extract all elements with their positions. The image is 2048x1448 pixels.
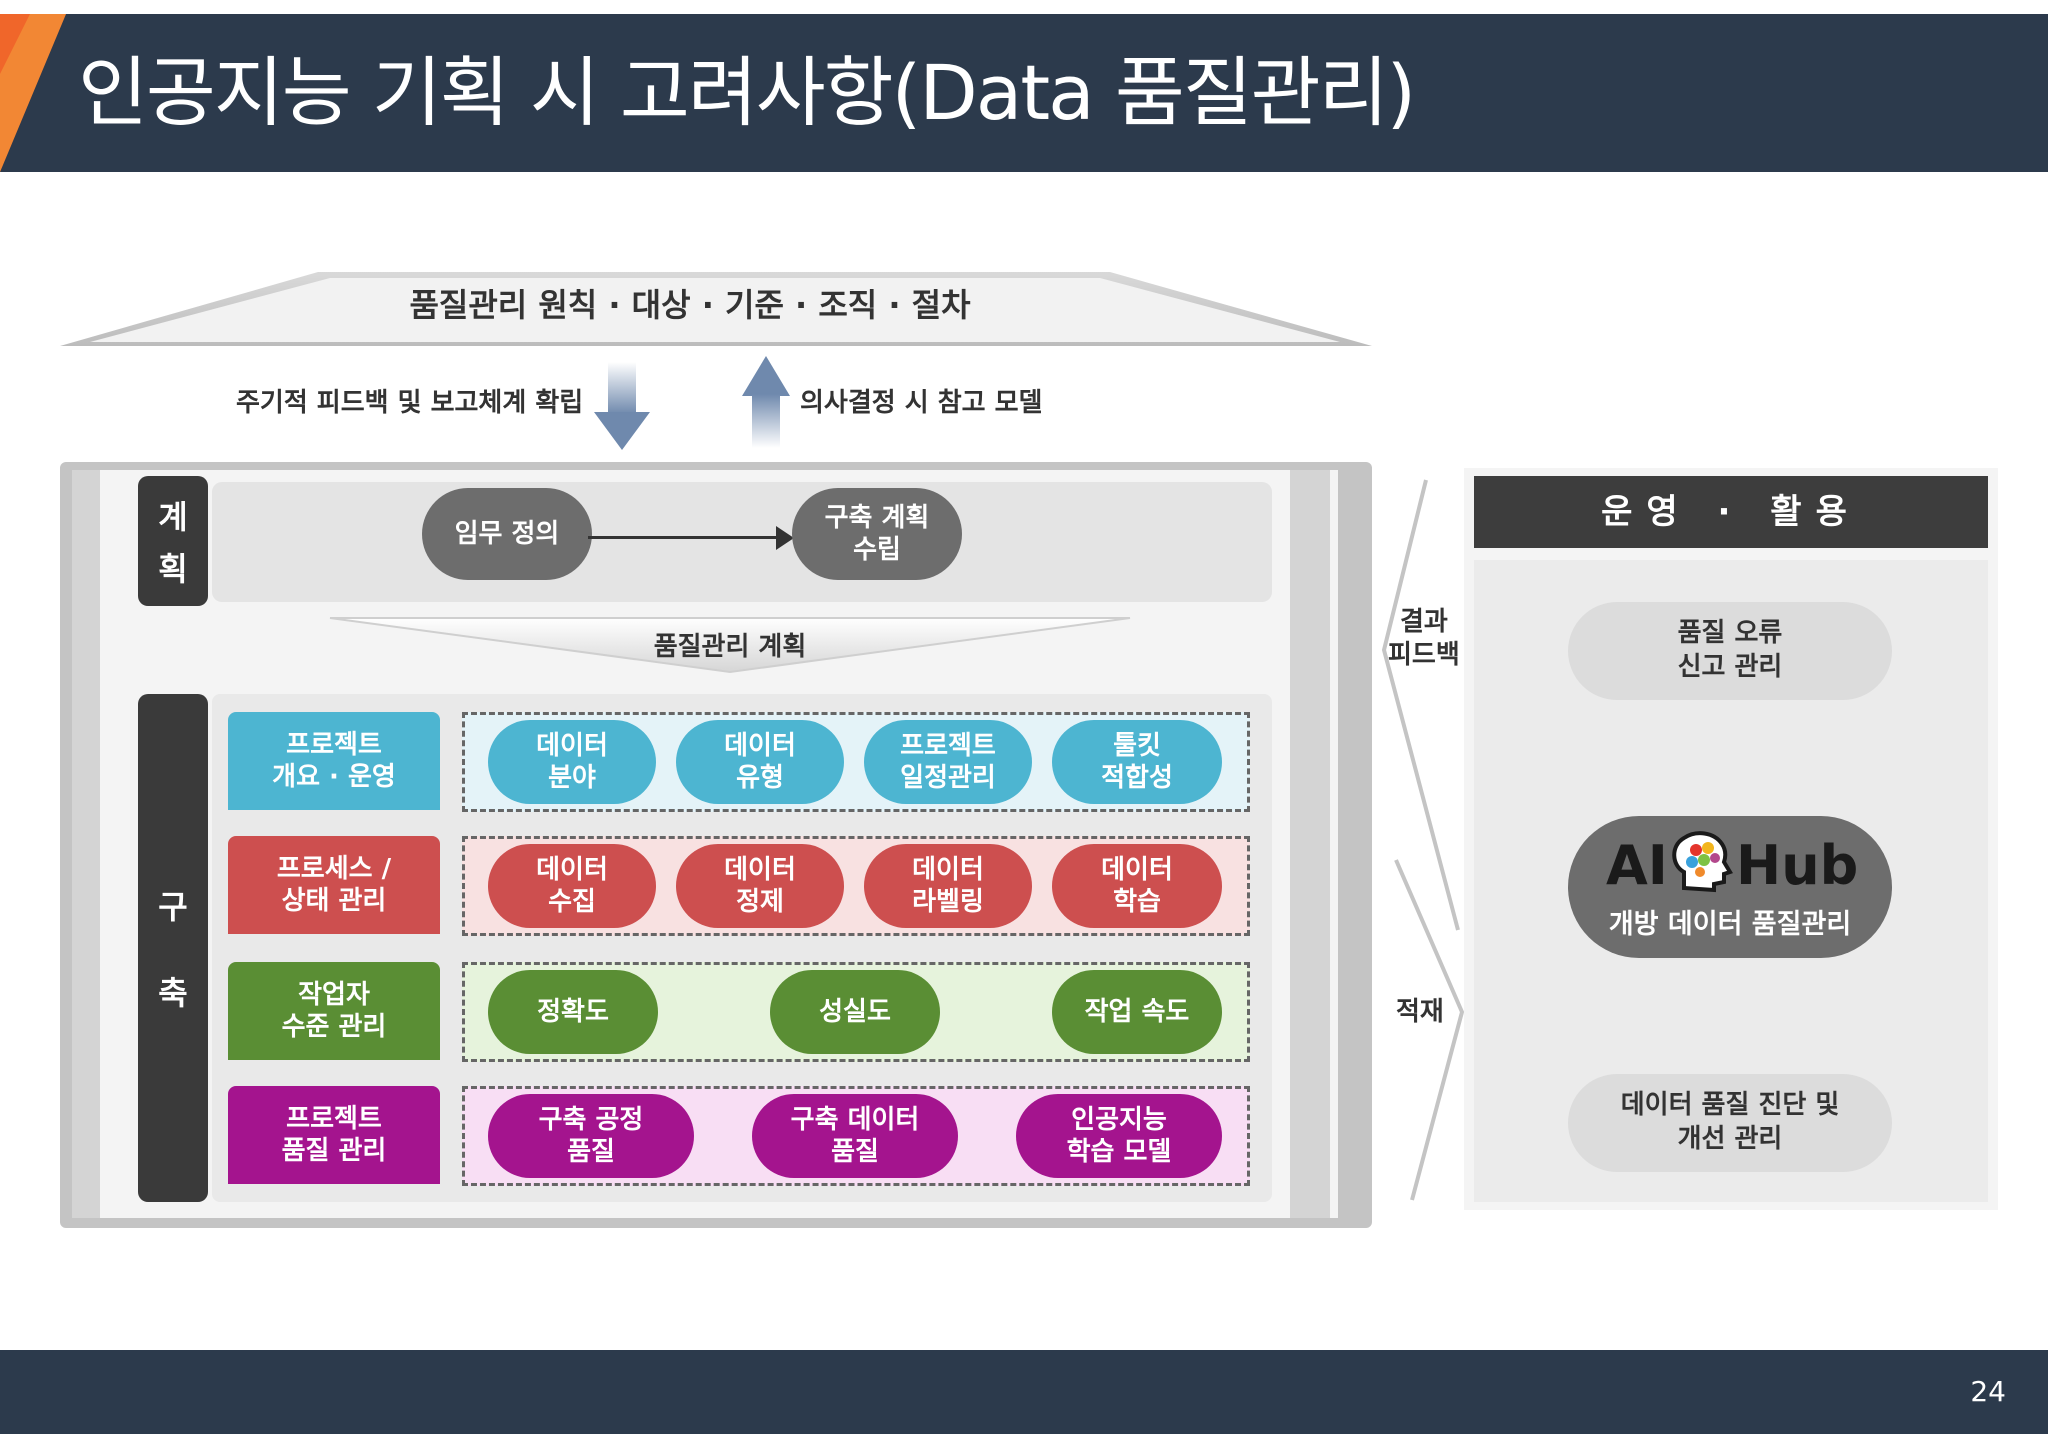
row-label-text: 작업자 [298,979,370,1010]
item-accuracy: 정확도 [488,970,658,1054]
pill-text: 구축 공정 [538,1104,644,1135]
build-tab-char: 구 [158,888,188,926]
item-build-data-quality: 구축 데이터 품질 [752,1094,958,1178]
page-number: 24 [1970,1375,2006,1408]
accumulate-label: 적재 [1396,997,1444,1027]
title-bar [0,14,2048,172]
pill-text: 분야 [548,763,596,793]
item-project-schedule: 프로젝트 일정관리 [864,720,1032,804]
plan-section [212,482,1272,602]
up-arrow [742,356,790,448]
item-data-labeling: 데이터 라벨링 [864,844,1032,928]
item-data-training: 데이터 학습 [1052,844,1222,928]
plan-tab-char: 계 [158,498,188,536]
row-label-text: 프로세스 / [276,853,392,884]
row-label-text: 수준 관리 [281,1012,387,1042]
accumulate-chevron [1394,859,1465,1201]
item-ai-learning-model: 인공지능 학습 모델 [1016,1094,1222,1178]
pill-text: 작업 속도 [1084,996,1190,1027]
open-data-quality-label: 개방 데이터 품질관리 [1608,909,1852,940]
pill-text: 유형 [736,763,784,793]
pill-text: 인공지능 [1071,1104,1167,1135]
row-label-text: 개요 · 운영 [272,762,396,792]
quality-plan-chevron [329,617,1131,674]
pill-text: 개선 관리 [1677,1124,1783,1154]
plan-tab: 계 획 [138,476,208,606]
pill-text: 데이터 품질 진단 및 [1620,1090,1840,1121]
side-note-line: 결과 [1399,607,1448,637]
pill-text: 정제 [736,887,784,917]
pill-text: 적합성 [1101,763,1173,793]
footer-bar [0,1350,2048,1434]
pill-text: 툴킷 [1113,730,1161,761]
pill-text: 데이터 [536,854,608,885]
periodic-feedback-label: 주기적 피드백 및 보고체계 확립 [236,388,584,418]
item-build-process-quality: 구축 공정 품질 [488,1094,694,1178]
result-feedback-label: 결과 피드백 [1388,606,1460,671]
pill-text: 수립 [853,535,901,565]
pill-text: 구축 데이터 [790,1104,920,1135]
quality-principles-roof: 품질관리 원칙 · 대상 · 기준 · 조직 · 절차 [409,286,971,324]
pill-text: 수집 [548,887,596,917]
slide-title: 인공지능 기획 시 고려사항(Data 품질관리) [78,48,1416,137]
pill-text: 데이터 [724,854,796,885]
row-label-text: 상태 관리 [281,886,387,916]
ai-hub-logo: AI Hub [1606,831,1858,897]
pill-text: 품질 [567,1137,615,1167]
build-tab-char: 축 [158,974,188,1012]
feedback-chevron [1381,479,1460,931]
item-diligence: 성실도 [770,970,940,1054]
pill-text: 품질 오류 [1677,618,1783,649]
row-label-project-quality: 프로젝트 품질 관리 [228,1086,440,1184]
decision-reference-label: 의사결정 시 참고 모델 [800,388,1043,418]
plan-arrow-head [776,526,794,550]
row-label-text: 프로젝트 [286,729,382,760]
build-tab: 구 축 [138,694,208,1202]
mission-definition-pill: 임무 정의 [422,488,592,580]
pill-text: 구축 계획 [824,502,930,533]
row-label-text: 프로젝트 [286,1103,382,1134]
pill-text: 임무 정의 [454,518,560,549]
brain-head-icon [1672,831,1733,893]
pill-text: 라벨링 [912,887,984,917]
quality-plan-label: 품질관리 계획 [653,632,807,662]
pill-text: 성실도 [819,996,891,1027]
hub-right-text: Hub [1736,834,1858,897]
ai-hub-box [1568,816,1892,958]
quality-diagnosis-box: 데이터 품질 진단 및 개선 관리 [1568,1074,1892,1172]
quality-error-report-box: 품질 오류 신고 관리 [1568,602,1892,700]
plan-tab-char: 획 [158,550,188,588]
item-data-collection: 데이터 수집 [488,844,656,928]
pill-text: 데이터 [536,730,608,761]
row-label-worker-level: 작업자 수준 관리 [228,962,440,1060]
item-data-field: 데이터 분야 [488,720,656,804]
pill-text: 학습 모델 [1066,1137,1172,1167]
row-label-project-overview: 프로젝트 개요 · 운영 [228,712,440,810]
item-data-type: 데이터 유형 [676,720,844,804]
pill-text: 정확도 [537,996,609,1027]
pill-text: 데이터 [1101,854,1173,885]
row-label-text: 품질 관리 [281,1136,387,1166]
pill-text: 프로젝트 [900,730,996,761]
pill-text: 품질 [831,1137,879,1167]
item-toolkit-fit: 툴킷 적합성 [1052,720,1222,804]
pill-text: 일정관리 [900,763,996,793]
pill-text: 신고 관리 [1677,652,1783,682]
build-plan-pill: 구축 계획 수립 [792,488,962,580]
pill-text: 데이터 [724,730,796,761]
operations-title: 운영 · 활용 [1474,476,1988,548]
title-accent-shape [0,14,66,172]
pill-text: 데이터 [912,854,984,885]
item-data-cleansing: 데이터 정제 [676,844,844,928]
hub-left-text: AI [1606,834,1668,897]
row-label-process-state: 프로세스 / 상태 관리 [228,836,440,934]
plan-arrow-line [588,536,778,539]
side-note-line: 피드백 [1388,639,1460,670]
item-work-speed: 작업 속도 [1052,970,1222,1054]
pill-text: 학습 [1113,887,1161,917]
down-arrow [594,362,650,450]
